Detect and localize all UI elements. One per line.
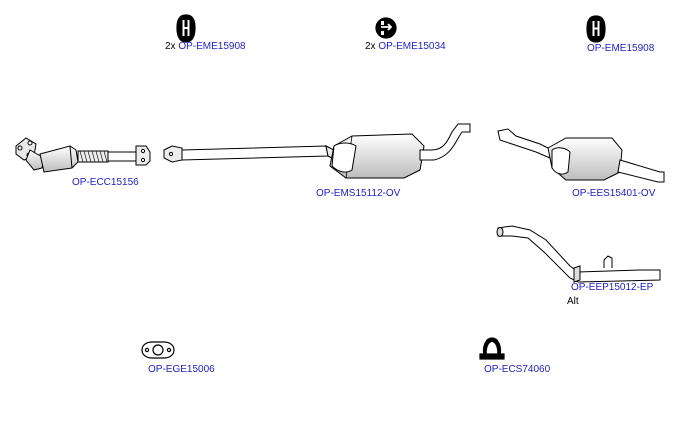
part-label-hanger-3[interactable]: OP-EME15908 xyxy=(587,43,654,55)
clamp-icon[interactable] xyxy=(479,337,505,360)
part-number[interactable]: OP-EGE15006 xyxy=(148,364,215,375)
rubber-hanger-icon[interactable] xyxy=(176,14,196,43)
part-number[interactable]: OP-EME15034 xyxy=(378,41,446,52)
rear-silencer-icon[interactable] xyxy=(497,128,665,183)
part-number[interactable]: OP-ECS74060 xyxy=(484,364,551,375)
part-number[interactable]: OP-EME15908 xyxy=(178,41,246,52)
part-label-hanger-1[interactable]: 2x OP-EME15908 xyxy=(165,41,246,53)
part-number[interactable]: OP-EME15908 xyxy=(587,43,655,54)
part-number[interactable]: OP-EMS15112-OV xyxy=(316,188,401,199)
rubber-hanger-icon[interactable] xyxy=(375,17,397,39)
gasket-icon[interactable] xyxy=(141,341,175,359)
part-number[interactable]: OP-EEP15012-EP xyxy=(571,282,654,293)
part-number[interactable]: OP-ECC15156 xyxy=(72,177,139,188)
middle-silencer-icon[interactable] xyxy=(163,123,471,179)
part-label-clamp[interactable]: OP-ECS74060 xyxy=(484,364,550,376)
quantity: 2x xyxy=(165,41,176,52)
quantity: 2x xyxy=(365,41,376,52)
part-label-middle-silencer[interactable]: OP-EMS15112-OV xyxy=(316,188,400,200)
part-label-gasket[interactable]: OP-EGE15006 xyxy=(148,364,215,376)
part-label-catalytic-converter[interactable]: OP-ECC15156 xyxy=(72,177,139,189)
part-label-hanger-2[interactable]: 2x OP-EME15034 xyxy=(365,41,446,53)
catalytic-converter-icon[interactable] xyxy=(15,137,151,173)
part-label-rear-silencer[interactable]: OP-EES15401-OV xyxy=(572,188,655,200)
part-label-end-pipe[interactable]: OP-EEP15012-EP xyxy=(571,282,653,294)
alternative-note: Alt xyxy=(567,296,579,307)
end-pipe-icon[interactable] xyxy=(496,225,661,283)
rubber-hanger-icon[interactable] xyxy=(586,15,606,43)
part-number[interactable]: OP-EES15401-OV xyxy=(572,188,656,199)
